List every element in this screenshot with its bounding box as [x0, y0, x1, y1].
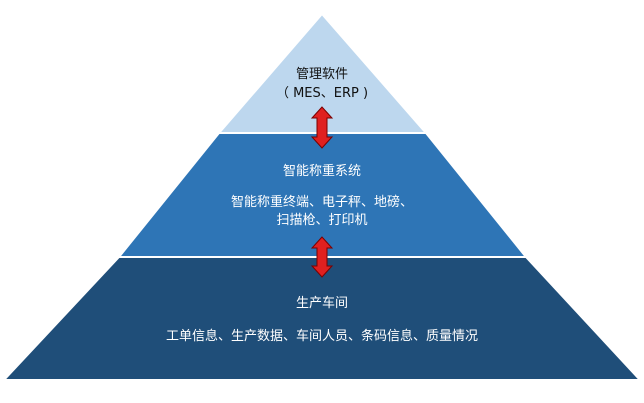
double-arrow-icon-lower: [310, 236, 334, 278]
bottom-tier-title: 生产车间: [295, 296, 348, 311]
middle-tier-line1: 智能称重终端、电子秤、地磅、: [230, 195, 413, 210]
middle-tier-line2: 扫描枪、打印机: [276, 213, 368, 228]
middle-tier-title: 智能称重系统: [282, 164, 361, 179]
top-tier-subtitle: （ MES、ERP ): [275, 86, 369, 101]
top-tier-title: 管理软件: [295, 67, 348, 82]
bottom-tier-line1: 工单信息、生产数据、车间人员、条码信息、质量情况: [165, 329, 478, 344]
double-arrow-icon-upper: [310, 106, 334, 149]
